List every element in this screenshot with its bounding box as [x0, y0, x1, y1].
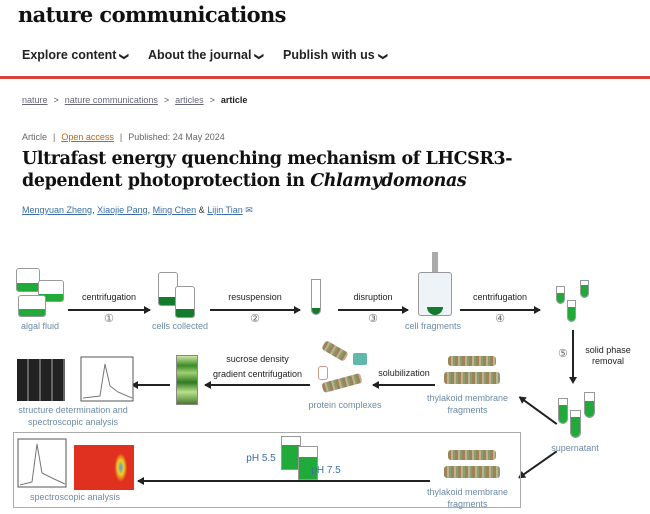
chevron-right-icon: > — [53, 95, 59, 105]
article-title: Ultrafast energy quenching mechanism of … — [22, 148, 542, 192]
step-number-3: ③ — [368, 313, 378, 325]
arrow-step-3 — [338, 306, 409, 313]
article-type: Article — [22, 132, 48, 142]
label-structure-1: structure determination and — [18, 405, 128, 415]
step-number-1: ① — [104, 313, 114, 325]
arrow-step-1 — [68, 306, 151, 313]
chevron-down-icon: ❯ — [377, 52, 388, 61]
spectrum-plot-icon — [17, 438, 67, 488]
chevron-down-icon: ❯ — [119, 52, 130, 61]
arrow-step-5 — [572, 330, 574, 380]
arrow-to-spectroscopy — [137, 477, 430, 484]
label-protein-complexes: protein complexes — [308, 400, 382, 410]
arrow-to-analysis — [131, 381, 170, 388]
label-step-5b: removal — [591, 356, 624, 366]
step-number-2: ② — [250, 313, 260, 325]
ph-experiment-box — [13, 432, 521, 508]
arrow-step-4 — [460, 306, 541, 313]
email-icon[interactable]: ✉ — [245, 205, 253, 215]
chevron-right-icon: > — [209, 95, 215, 105]
nav-label: Publish with us — [283, 48, 375, 62]
header-divider — [0, 76, 650, 79]
label-thylakoid-2b: fragments — [447, 499, 488, 509]
nav-explore-content[interactable]: Explore content❯ — [22, 48, 130, 62]
label-solubilization: solubilization — [378, 368, 430, 378]
crumb-nature-communications[interactable]: nature communications — [64, 95, 158, 105]
em-class-averages-icon — [17, 359, 65, 401]
arrowhead — [568, 377, 577, 388]
crumb-article: article — [220, 95, 248, 105]
chevron-right-icon: > — [163, 95, 170, 105]
title-italic: Chlamydomonas — [310, 171, 467, 191]
label-step-3: disruption — [353, 292, 393, 302]
label-thylakoid-1a: thylakoid membrane — [426, 393, 509, 403]
arrow-step-2 — [210, 306, 301, 313]
step-number-5: ⑤ — [558, 348, 568, 360]
gradient-tube-icon — [176, 355, 198, 405]
label-step-5a: solid phase — [585, 345, 631, 355]
label-spectroscopic-analysis: spectroscopic analysis — [29, 492, 121, 502]
label-algal-fluid: algal fluid — [20, 321, 60, 331]
open-access-link[interactable]: Open access — [61, 132, 114, 142]
label-thylakoid-1b: fragments — [447, 405, 488, 415]
author-link[interactable]: Mengyuan Zheng — [22, 205, 93, 215]
author-list: Mengyuan Zheng, Xiaojie Pang, Ming Chen … — [22, 205, 253, 216]
author-link[interactable]: Xiaojie Pang — [97, 205, 148, 215]
ph75-tube-icon — [298, 446, 318, 480]
chevron-down-icon: ❯ — [254, 52, 265, 61]
step-number-4: ④ — [495, 313, 505, 325]
label-ph55: pH 5.5 — [246, 453, 276, 464]
arrow-to-thylakoid-lower — [518, 450, 558, 479]
sep: & — [196, 205, 208, 215]
tube-icon — [311, 279, 321, 315]
main-nav: Explore content❯ About the journal❯ Publ… — [22, 48, 388, 62]
title-text: Ultrafast energy quenching mechanism of … — [22, 149, 513, 191]
spectrum-plot-icon — [80, 356, 134, 402]
arrow-sucrose-gradient — [204, 381, 310, 388]
label-supernatant: supernatant — [551, 443, 599, 453]
arrow-solubilization — [372, 381, 435, 388]
crumb-articles[interactable]: articles — [175, 95, 204, 105]
label-cell-fragments: cell fragments — [404, 321, 462, 331]
ph55-tube-icon — [281, 436, 301, 470]
article-meta: Article| Open access| Published: 24 May … — [22, 132, 225, 142]
published-date: Published: 24 May 2024 — [128, 132, 225, 142]
label-ph75: pH 7.5 — [311, 465, 341, 476]
label-step-1: centrifugation — [81, 292, 137, 302]
sep: , — [147, 205, 153, 215]
heatmap-icon — [74, 445, 134, 490]
label-sucrose-1: sucrose density — [226, 354, 289, 364]
sep: , — [92, 205, 98, 215]
nav-label: About the journal — [148, 48, 252, 62]
nav-publish[interactable]: Publish with us❯ — [283, 48, 388, 62]
label-sucrose-2: gradient centrifugation — [212, 369, 303, 379]
label-step-2: resuspension — [228, 292, 282, 302]
arrow-to-thylakoid-upper — [518, 396, 558, 425]
author-link[interactable]: Lijin Tian — [207, 205, 243, 215]
author-link[interactable]: Ming Chen — [152, 205, 197, 215]
label-thylakoid-2a: thylakoid membrane — [426, 487, 509, 497]
nav-label: Explore content — [22, 48, 117, 62]
site-logo[interactable]: nature communications — [18, 2, 287, 27]
label-step-4: centrifugation — [472, 292, 528, 302]
breadcrumb: nature > nature communications > articles >… — [22, 95, 247, 105]
label-structure-2: spectroscopic analysis — [27, 417, 119, 427]
label-cells-collected: cells collected — [151, 321, 209, 331]
nav-about-journal[interactable]: About the journal❯ — [148, 48, 265, 62]
crumb-nature[interactable]: nature — [22, 95, 48, 105]
